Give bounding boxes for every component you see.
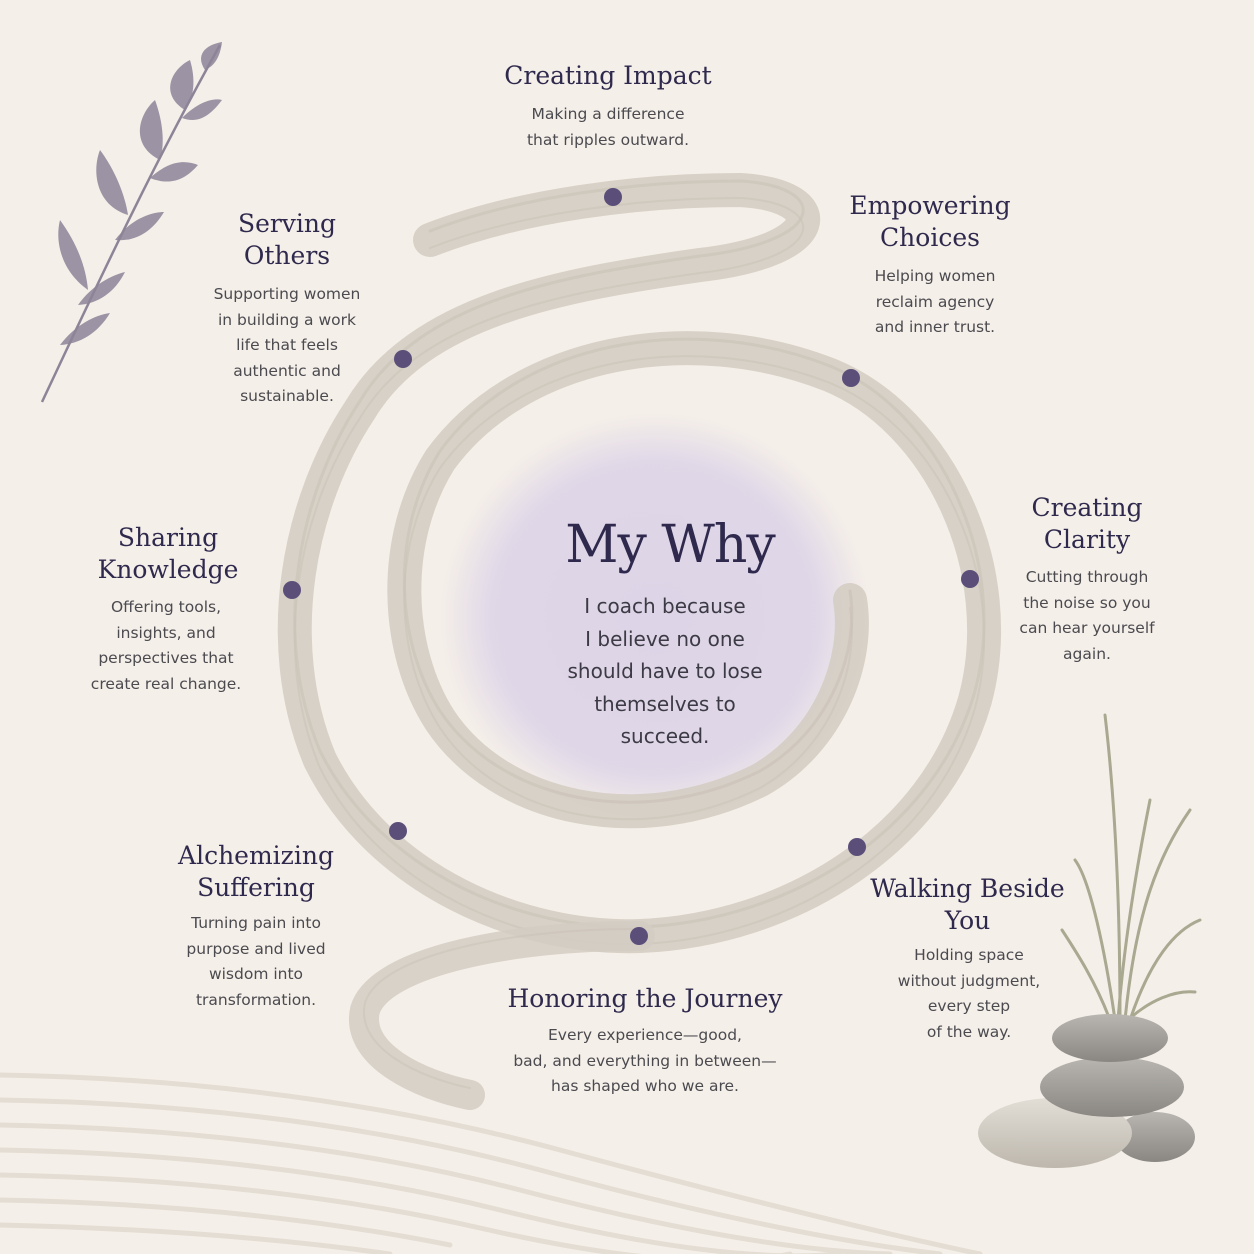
spiral-dots xyxy=(283,188,979,945)
item-title-sharing-knowledge: Sharing Knowledge xyxy=(97,523,239,584)
center-statement: I coach because I believe no one should … xyxy=(567,594,763,748)
item-title-alchemizing-suffering: Alchemizing Suffering xyxy=(178,841,334,902)
dot-creating-clarity xyxy=(961,570,979,588)
stacked-stones-with-grass-icon xyxy=(978,713,1202,1168)
leaf-sprig-icon xyxy=(40,42,222,403)
dot-honoring-the-journey xyxy=(630,927,648,945)
item-desc-honoring-the-journey: Every experience—good, bad, and everythi… xyxy=(513,1026,777,1095)
item-title-honoring-the-journey: Honoring the Journey xyxy=(507,984,783,1013)
item-title-serving-others: Serving Others xyxy=(237,209,337,270)
center-wash xyxy=(440,413,870,823)
item-desc-creating-impact: Making a difference that ripples outward… xyxy=(526,105,690,149)
item-desc-empowering-choices: Helping women reclaim agency and inner t… xyxy=(874,267,996,336)
item-title-empowering-choices: Empowering Choices xyxy=(849,191,1011,252)
item-desc-walking-beside-you: Holding space without judgment, every st… xyxy=(897,946,1041,1041)
center-title: My Why xyxy=(565,515,775,575)
item-title-creating-impact: Creating Impact xyxy=(504,61,712,90)
dot-serving-others xyxy=(394,350,412,368)
item-title-walking-beside-you: Walking Beside You xyxy=(870,874,1065,935)
dot-sharing-knowledge xyxy=(283,581,301,599)
item-title-creating-clarity: Creating Clarity xyxy=(1031,493,1143,554)
dot-alchemizing-suffering xyxy=(389,822,407,840)
dot-empowering-choices xyxy=(842,369,860,387)
dot-walking-beside-you xyxy=(848,838,866,856)
item-desc-sharing-knowledge: Offering tools, insights, and perspectiv… xyxy=(90,598,242,693)
raked-sand-lines xyxy=(0,1072,983,1254)
item-desc-creating-clarity: Cutting through the noise so you can hea… xyxy=(1019,568,1155,663)
dot-creating-impact xyxy=(604,188,622,206)
item-desc-alchemizing-suffering: Turning pain into purpose and lived wisd… xyxy=(186,914,326,1009)
item-desc-serving-others: Supporting women in building a work life… xyxy=(213,285,361,405)
spiral-path xyxy=(277,173,1002,1110)
